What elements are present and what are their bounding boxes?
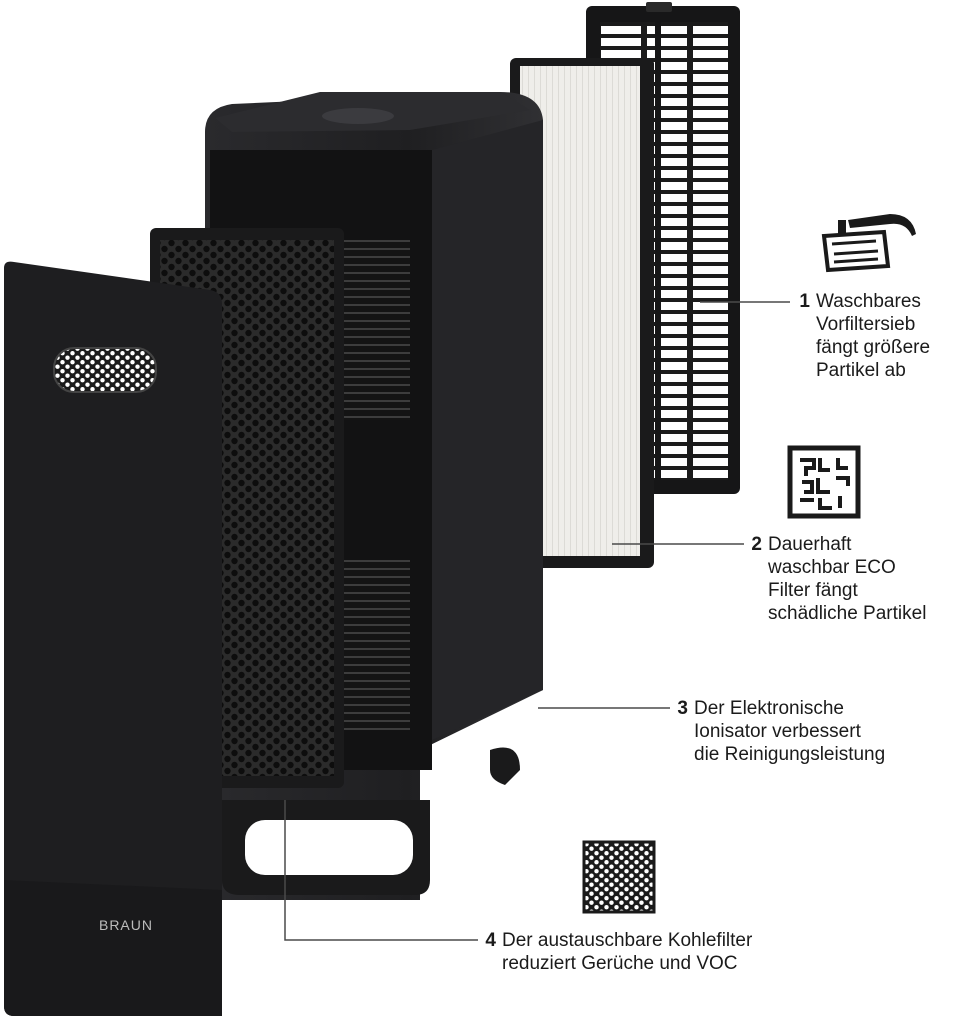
callout-3-line-2: Ionisator verbessert bbox=[694, 721, 861, 742]
callout-1-line-2: Vorfiltersieb bbox=[816, 314, 916, 335]
callout-3-number: 3 bbox=[677, 698, 688, 719]
callout-4-number: 4 bbox=[485, 930, 496, 951]
carbon-honeycomb-icon bbox=[582, 840, 656, 914]
front-vent-grille bbox=[53, 347, 157, 393]
brand-logo: BRAUN bbox=[99, 917, 153, 933]
callout-2-line-4: schädliche Partikel bbox=[768, 603, 927, 624]
callout-3-line-1: Der Elektronische bbox=[694, 698, 844, 719]
eco-filter-pattern-icon bbox=[787, 445, 861, 519]
callout-2-line-2: waschbar ECO bbox=[768, 557, 896, 578]
callout-1: 1 Waschbares Vorfiltersieb fängt größere… bbox=[796, 290, 930, 382]
control-panel bbox=[322, 108, 394, 124]
leader-line-4 bbox=[284, 800, 478, 941]
callout-2-line-1: Dauerhaft bbox=[768, 534, 852, 555]
leader-lines bbox=[284, 301, 790, 941]
callout-2: 2 Dauerhaft waschbar ECO Filter fängt sc… bbox=[748, 533, 926, 625]
callout-1-line-4: Partikel ab bbox=[816, 360, 906, 381]
callout-3-line-3: die Reinigungsleistung bbox=[694, 744, 886, 765]
callout-1-line-3: fängt größere bbox=[816, 337, 931, 358]
callout-4-line-1: Der austauschbare Kohlefilter bbox=[502, 930, 753, 951]
callout-4-line-2: reduziert Gerüche und VOC bbox=[502, 953, 738, 974]
callout-2-line-3: Filter fängt bbox=[768, 580, 858, 601]
callout-4: 4 Der austauschbare Kohlefilter reduzier… bbox=[482, 929, 752, 975]
callout-1-line-1: Waschbares bbox=[816, 291, 921, 312]
callout-3: 3 Der Elektronische Ionisator verbessert… bbox=[674, 697, 885, 766]
front-cover-panel: BRAUN bbox=[4, 261, 222, 1017]
washing-tap-icon bbox=[821, 214, 916, 273]
callout-1-number: 1 bbox=[799, 291, 810, 312]
callout-2-number: 2 bbox=[751, 534, 762, 555]
